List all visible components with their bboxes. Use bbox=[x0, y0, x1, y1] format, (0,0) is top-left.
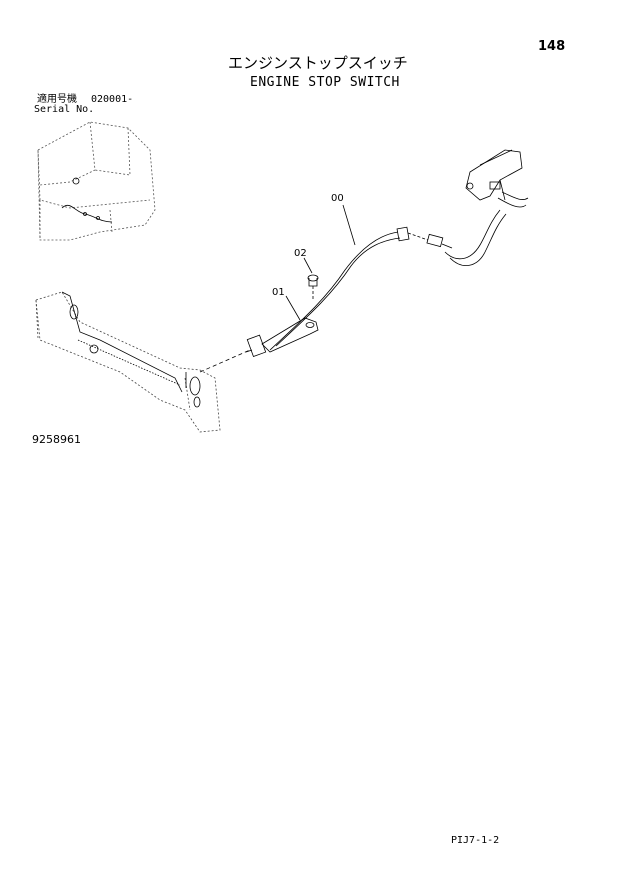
serial-label-english: Serial No. bbox=[34, 104, 95, 115]
serial-label-japanese: 適用号機 bbox=[37, 94, 77, 105]
right-harness bbox=[444, 191, 529, 266]
cab-harness bbox=[61, 177, 113, 223]
serial-number-value: 020001- bbox=[91, 94, 134, 105]
cab-outline bbox=[37, 121, 156, 241]
switch-part-01 bbox=[245, 334, 267, 358]
bolt-part-02 bbox=[307, 274, 319, 300]
footer-code: PIJ7-1-2 bbox=[451, 835, 500, 846]
page-number: 148 bbox=[538, 39, 566, 54]
connector bbox=[407, 232, 453, 249]
figure-number: 9258961 bbox=[32, 433, 81, 446]
callout-02: 02 bbox=[294, 248, 307, 259]
bracket bbox=[261, 317, 319, 353]
title-english: ENGINE STOP SWITCH bbox=[250, 75, 400, 90]
leader-02 bbox=[303, 257, 313, 274]
leader-00 bbox=[342, 204, 356, 246]
callout-00: 00 bbox=[331, 193, 344, 204]
leader-01 bbox=[285, 295, 301, 321]
leader-console-switch bbox=[199, 349, 251, 373]
callout-01: 01 bbox=[272, 287, 285, 298]
title-japanese: エンジンストップスイッチ bbox=[228, 54, 408, 72]
right-panel bbox=[465, 149, 523, 201]
harness-part-00 bbox=[269, 226, 410, 351]
console-details bbox=[61, 291, 201, 408]
